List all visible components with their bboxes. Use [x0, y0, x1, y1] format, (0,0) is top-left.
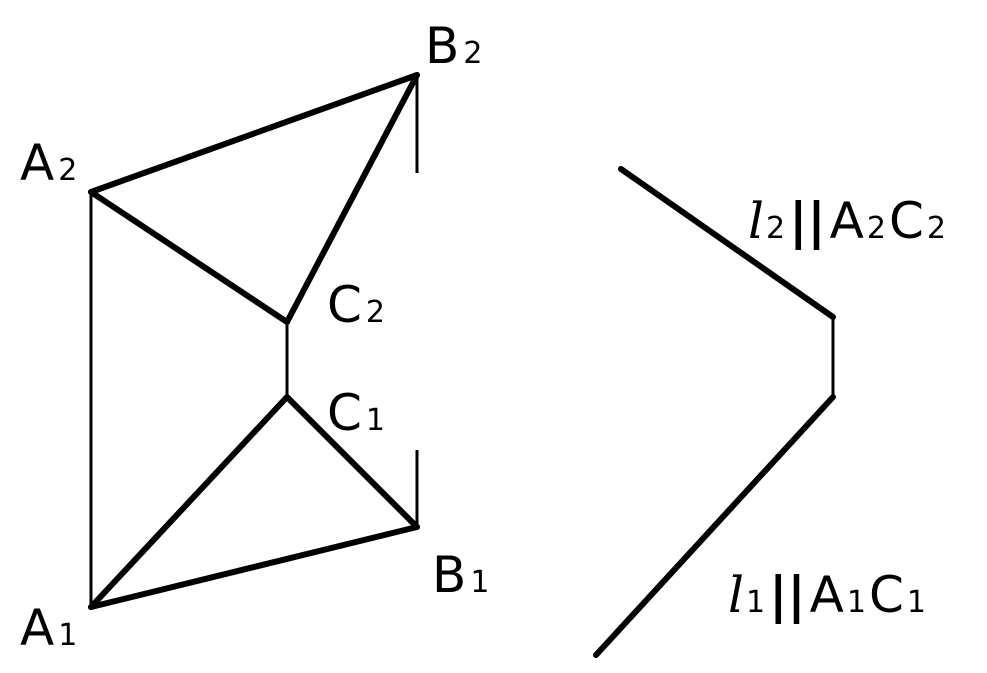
line-l2 — [618, 166, 836, 320]
edge-a2-c2 — [88, 189, 290, 325]
edge-c1-b1 — [284, 394, 420, 530]
edge-a1-c1 — [88, 394, 290, 610]
edge-b2-c2 — [284, 72, 420, 325]
edge-a2-b2 — [88, 72, 420, 195]
edge-a1-b1 — [88, 524, 420, 610]
line-l1 — [593, 394, 836, 658]
